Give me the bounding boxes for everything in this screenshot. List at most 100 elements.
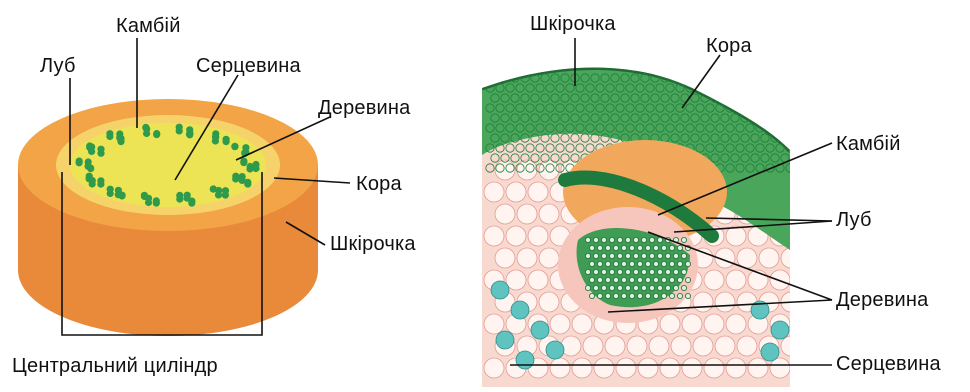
pith-cell xyxy=(660,314,680,334)
xylem-cell xyxy=(609,237,614,242)
bundle-cell xyxy=(97,150,104,157)
cortex-cell xyxy=(746,104,754,112)
cortex-cell xyxy=(771,94,779,102)
xylem-cell xyxy=(617,237,622,242)
bundle-cell xyxy=(223,138,230,145)
bundle-cell xyxy=(231,143,238,150)
cortex-cell xyxy=(781,134,789,142)
xylem-cell xyxy=(637,293,642,298)
cyan-cell xyxy=(531,321,549,339)
stem-disc-3d xyxy=(18,99,318,336)
xylem-cell xyxy=(593,269,598,274)
bundle-cell xyxy=(107,186,114,193)
cortex-cell xyxy=(791,74,799,82)
cortex-cell xyxy=(721,94,729,102)
xylem-cell xyxy=(633,253,638,258)
cortex-cell xyxy=(786,124,794,132)
xylem-cell xyxy=(613,245,618,250)
cortex-cell xyxy=(706,84,714,92)
cortex-cell xyxy=(766,124,774,132)
xylem-cell xyxy=(589,245,594,250)
xylem-cell xyxy=(661,245,666,250)
micro-section xyxy=(482,60,823,387)
bundle-cell xyxy=(153,200,160,207)
pith-cell xyxy=(803,160,823,180)
xylem-cell xyxy=(669,245,674,250)
pith-cell xyxy=(748,358,768,378)
xylem-cell xyxy=(625,237,630,242)
pith-cell xyxy=(682,358,702,378)
xylem-cell xyxy=(585,253,590,258)
xylem-cell xyxy=(677,293,682,298)
xylem-cell xyxy=(597,245,602,250)
xylem-cell xyxy=(625,253,630,258)
xylem-cell xyxy=(585,285,590,290)
pith-cell xyxy=(495,160,515,180)
xylem-cell xyxy=(613,293,618,298)
pith-cell xyxy=(572,314,592,334)
pith-cell xyxy=(781,248,801,268)
pith-cell xyxy=(682,314,702,334)
cortex-cell xyxy=(771,114,779,122)
xylem-cell xyxy=(605,245,610,250)
cortex-cell xyxy=(756,84,764,92)
xylem-cell xyxy=(681,269,686,274)
xylem-cell xyxy=(673,253,678,258)
xylem-cell xyxy=(641,285,646,290)
pith-cell xyxy=(550,314,570,334)
label-right-phloem: Луб xyxy=(836,210,872,230)
xylem-cell xyxy=(617,253,622,258)
pith-cell xyxy=(594,358,614,378)
label-right-xylem: Деревина xyxy=(836,290,928,310)
pith-cell xyxy=(506,182,526,202)
cortex-cell xyxy=(761,114,769,122)
pith-cell xyxy=(803,336,823,356)
pith-cell xyxy=(484,314,504,334)
label-left-pith: Серцевина xyxy=(196,56,301,76)
pith-cell xyxy=(495,204,515,224)
bundle-cell xyxy=(76,158,83,165)
pith-cell xyxy=(792,314,812,334)
pith-cell xyxy=(561,336,581,356)
xylem-cell xyxy=(645,245,650,250)
bundle-cell xyxy=(143,125,150,132)
pith-cell xyxy=(517,204,537,224)
pith-cell xyxy=(539,292,559,312)
xylem-cell xyxy=(613,277,618,282)
bundle-cell xyxy=(145,195,152,202)
cortex-cell xyxy=(791,114,799,122)
bundle-cell xyxy=(188,198,195,205)
pith-cell xyxy=(726,270,746,290)
bundle-cell xyxy=(222,192,229,199)
bundle-cell xyxy=(212,134,219,141)
cortex-cell xyxy=(736,104,744,112)
bundle-cell xyxy=(115,191,122,198)
pith-cell xyxy=(726,358,746,378)
xylem-cell xyxy=(669,293,674,298)
bundle-cell xyxy=(118,135,125,142)
xylem-cell xyxy=(633,269,638,274)
pith-cell xyxy=(484,226,504,246)
pith-cell xyxy=(693,292,713,312)
label-right-cambium: Камбій xyxy=(836,134,901,154)
xylem-cell xyxy=(617,285,622,290)
xylem-cell xyxy=(605,277,610,282)
pith-cell xyxy=(649,336,669,356)
pith-cell xyxy=(484,358,504,378)
xylem-cell xyxy=(653,245,658,250)
xylem-cell xyxy=(601,253,606,258)
pith-cell xyxy=(660,358,680,378)
pith-cell xyxy=(528,226,548,246)
pith-cell xyxy=(506,270,526,290)
pith-cell xyxy=(726,226,746,246)
xylem-cell xyxy=(645,277,650,282)
pith-cell xyxy=(583,336,603,356)
xylem-cell xyxy=(649,269,654,274)
cortex-cell xyxy=(781,94,789,102)
pith-cell xyxy=(770,358,790,378)
xylem-cell xyxy=(597,293,602,298)
bundle-cell xyxy=(106,130,113,137)
xylem-cell xyxy=(657,253,662,258)
cortex-cell xyxy=(786,84,794,92)
